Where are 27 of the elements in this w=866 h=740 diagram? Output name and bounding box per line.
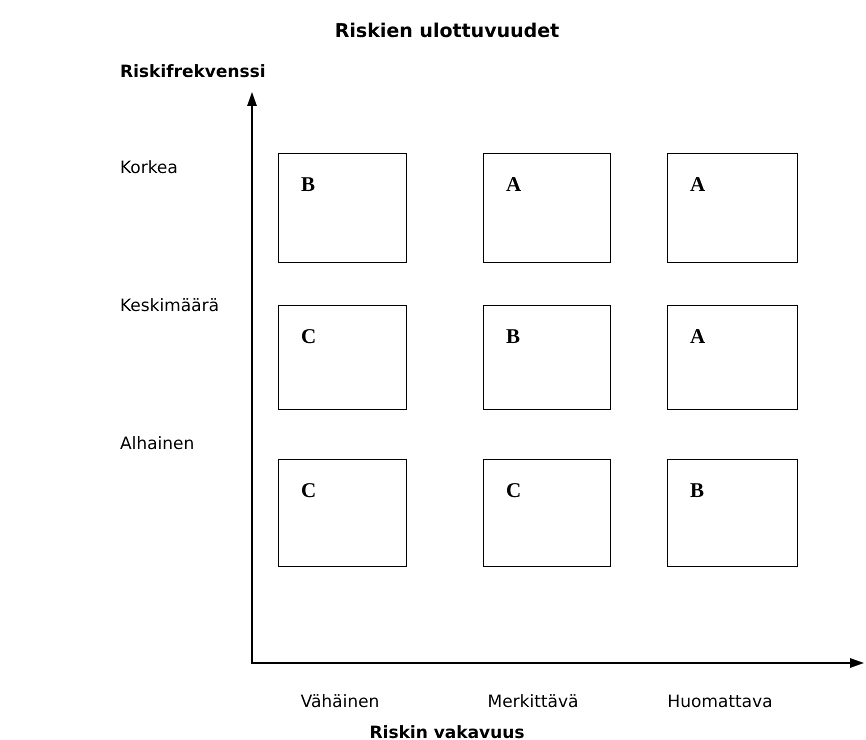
risk-class-letter: A: [506, 172, 522, 197]
column-label: Huomattava: [667, 692, 773, 712]
column-label: Merkittävä: [488, 692, 578, 712]
column-label: Vähäinen: [300, 692, 380, 712]
risk-class-letter: C: [506, 478, 522, 503]
row-label: Korkea: [120, 158, 178, 178]
matrix-cell-box: [667, 459, 798, 567]
matrix-cell-box: [483, 153, 611, 263]
matrix-cell-box: [483, 459, 611, 567]
risk-class-letter: B: [506, 324, 520, 349]
matrix-cell-box: [278, 153, 407, 263]
row-label: Keskimäärä: [120, 296, 219, 316]
risk-class-letter: A: [690, 324, 706, 349]
diagram-title: Riskien ulottuvuudet: [334, 20, 560, 42]
matrix-cell-box: [483, 305, 611, 410]
matrix-cell-box: [278, 459, 407, 567]
risk-class-letter: C: [301, 478, 316, 503]
matrix-cell-box: [667, 153, 798, 263]
row-label: Alhainen: [120, 434, 194, 454]
risk-class-letter: A: [690, 172, 706, 197]
risk-class-letter: B: [301, 172, 316, 197]
risk-class-letter: B: [690, 478, 704, 503]
risk-class-letter: C: [301, 324, 316, 349]
axis-title: Riskin vakavuus: [370, 723, 524, 740]
axis-title: Riskifrekvenssi: [120, 62, 266, 82]
matrix-cell-box: [278, 305, 407, 410]
matrix-cell-box: [667, 305, 798, 410]
